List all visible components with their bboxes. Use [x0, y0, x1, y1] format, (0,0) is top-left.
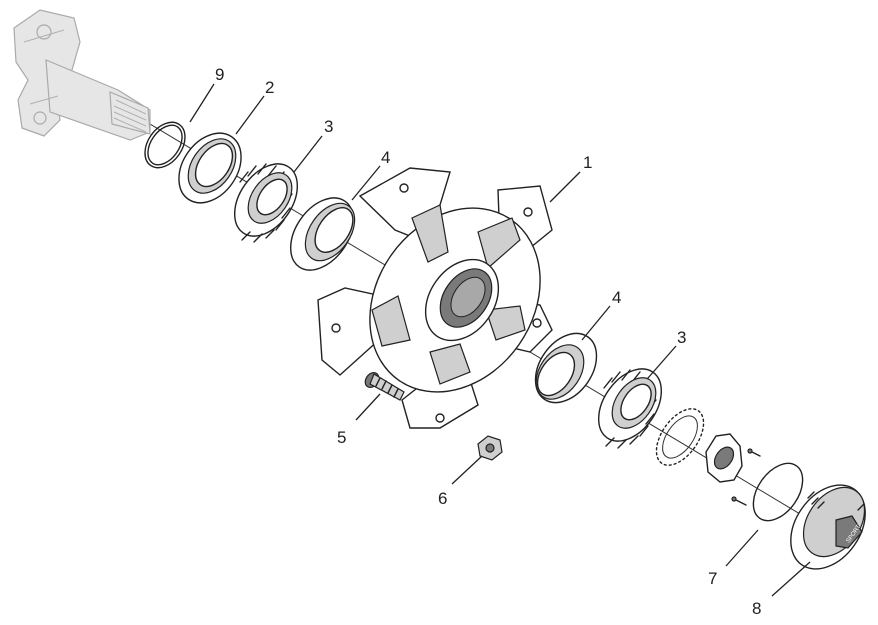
callout-labels: 9 2 3 4 1 4 3 5 6 7 8 — [215, 65, 761, 618]
spindle-upright — [13, 9, 151, 141]
lock-plate — [705, 433, 743, 483]
bearing-part-3-left — [233, 163, 299, 243]
bearing-race-part-4-left — [289, 197, 356, 271]
callout-7: 7 — [708, 569, 717, 588]
retaining-screws — [731, 448, 761, 506]
callout-8: 8 — [752, 599, 761, 618]
callout-1: 1 — [583, 153, 592, 172]
callout-4-right: 4 — [612, 288, 621, 307]
gasket-ring — [655, 408, 705, 466]
hub-part-1 — [317, 167, 553, 429]
bearing-race-part-4-right — [534, 332, 598, 404]
callout-2: 2 — [265, 78, 274, 97]
leader-lines — [189, 83, 811, 597]
wheel-stud-part-5 — [364, 371, 405, 401]
callout-5: 5 — [337, 428, 346, 447]
seal-disc-part-7 — [752, 462, 804, 522]
callout-3-right: 3 — [677, 328, 686, 347]
seal-part-2 — [178, 132, 242, 204]
callout-4-left: 4 — [381, 148, 390, 167]
o-ring-part-9 — [144, 121, 186, 169]
nut-part-6 — [477, 435, 503, 461]
callout-3-left: 3 — [324, 117, 333, 136]
bearing-part-3-right — [597, 368, 663, 449]
callout-9: 9 — [215, 65, 224, 84]
hub-cap-part-8: SPORT — [790, 484, 866, 570]
callout-6: 6 — [438, 489, 447, 508]
